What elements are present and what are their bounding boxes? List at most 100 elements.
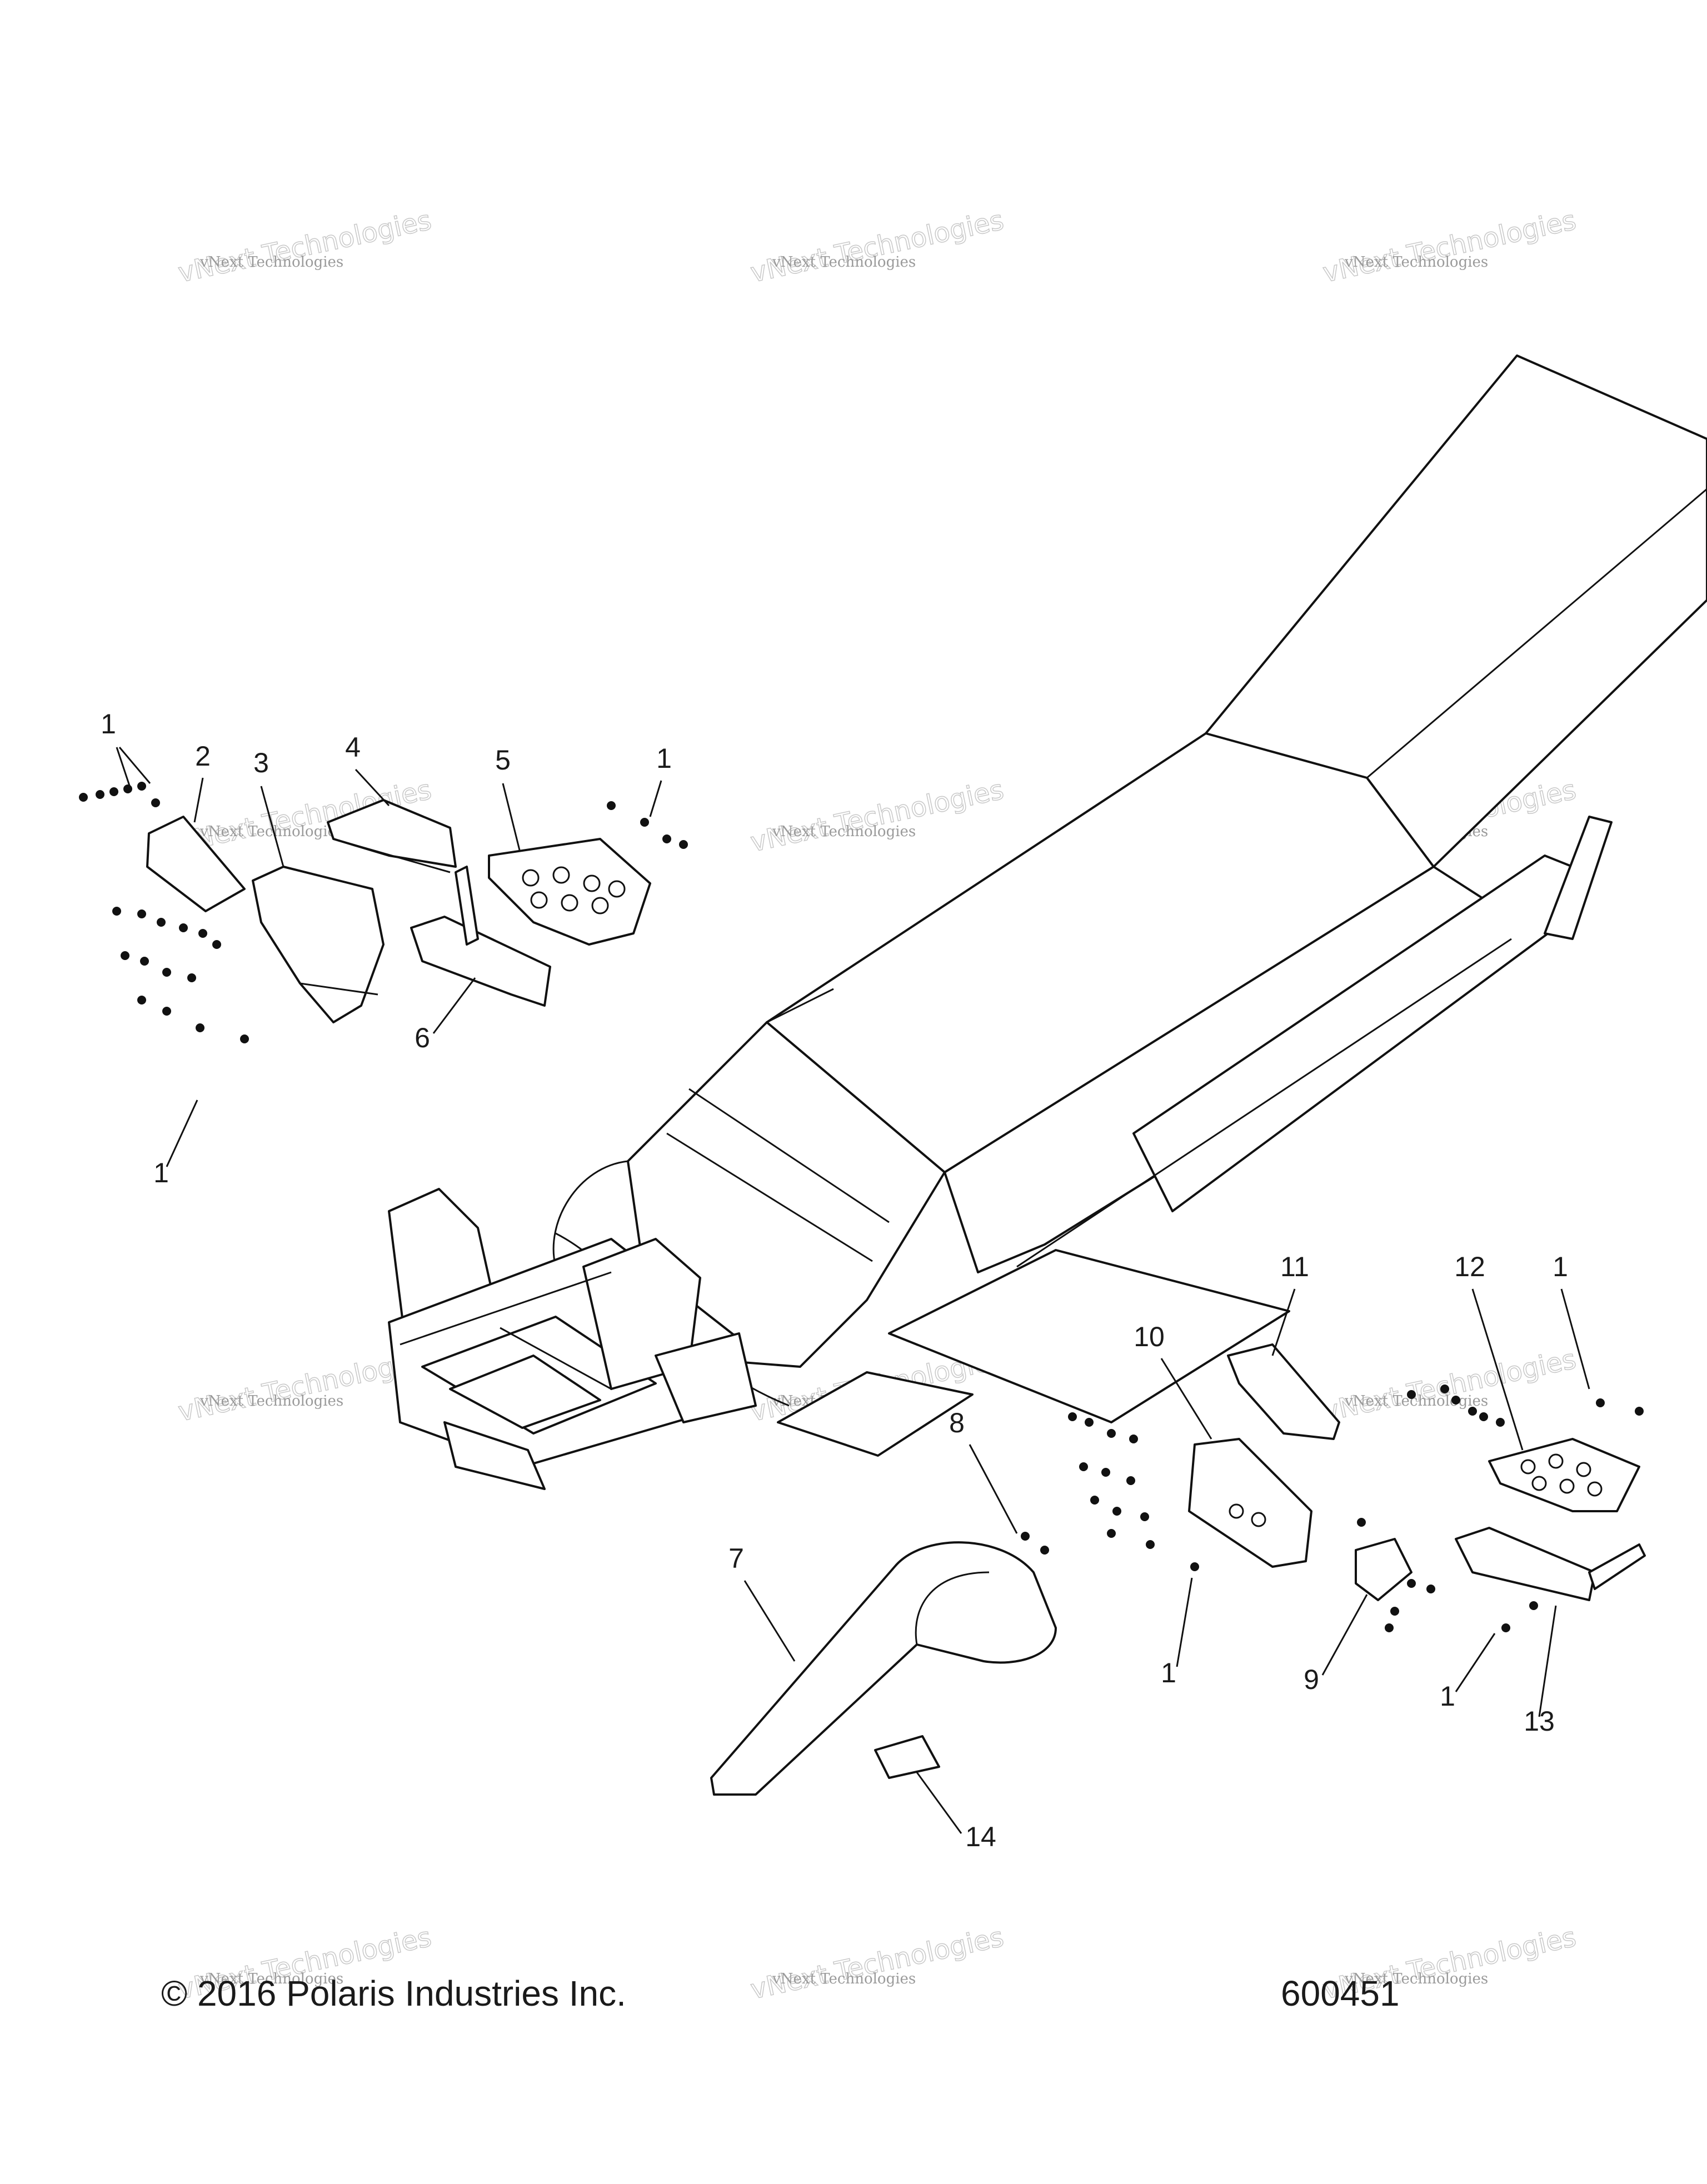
bolt bbox=[1126, 1476, 1135, 1485]
watermark-text-small: vNext Technologies bbox=[199, 1393, 343, 1410]
callout-13: 13 bbox=[1524, 1706, 1555, 1737]
fasteners bbox=[79, 782, 1644, 1632]
part-6-footrest-bar bbox=[410, 866, 551, 1007]
bolt bbox=[1468, 1407, 1477, 1416]
bolt bbox=[1021, 1532, 1030, 1541]
bolt bbox=[1390, 1607, 1399, 1616]
bolt bbox=[1501, 1623, 1510, 1632]
callout-2: 2 bbox=[195, 741, 211, 772]
part-12-footrest-plate bbox=[1488, 1438, 1640, 1512]
watermark-text-large: vNext Technologies bbox=[176, 204, 434, 288]
watermark-text-small: vNext Technologies bbox=[1344, 254, 1488, 271]
part-13-footrest-bar bbox=[1455, 1527, 1646, 1601]
watermark-text-small: vNext Technologies bbox=[199, 1971, 343, 1987]
bolt bbox=[1479, 1412, 1488, 1421]
part-10-bracket bbox=[1188, 1438, 1312, 1568]
bolt bbox=[1190, 1562, 1199, 1571]
figure-number: 600451 bbox=[1281, 1973, 1400, 2013]
callout-10: 10 bbox=[1134, 1321, 1165, 1352]
watermark-text-small: vNext Technologies bbox=[1344, 1393, 1488, 1410]
watermark-text-large: vNext Technologies bbox=[748, 1921, 1006, 2005]
part-5-footrest-plate bbox=[488, 838, 651, 946]
bolt bbox=[1040, 1546, 1049, 1555]
part-2-bracket bbox=[146, 816, 246, 912]
bolt bbox=[1107, 1529, 1116, 1538]
bolt bbox=[212, 940, 221, 949]
bolt bbox=[240, 1034, 249, 1043]
bolt bbox=[640, 818, 649, 827]
bolt bbox=[662, 834, 671, 843]
bolt bbox=[1079, 1462, 1088, 1471]
bolt bbox=[1426, 1585, 1435, 1593]
bolt bbox=[198, 929, 207, 938]
callout-8: 8 bbox=[949, 1407, 965, 1438]
bolt bbox=[1357, 1518, 1366, 1527]
callout-4: 4 bbox=[345, 732, 361, 763]
bolt bbox=[123, 784, 132, 793]
copyright-text: © 2016 Polaris Industries Inc. bbox=[161, 1973, 626, 2013]
bolt bbox=[1129, 1435, 1138, 1443]
front-bulkhead bbox=[388, 1188, 757, 1490]
bolt bbox=[137, 909, 146, 918]
callout-1: 1 bbox=[1440, 1681, 1455, 1712]
chassis-frame bbox=[552, 354, 1707, 1457]
bolt bbox=[157, 918, 166, 927]
bolt bbox=[1529, 1601, 1538, 1610]
callout-1: 1 bbox=[656, 743, 672, 774]
bolt bbox=[112, 907, 121, 916]
bolt bbox=[1112, 1507, 1121, 1516]
bolt bbox=[96, 790, 104, 799]
callout-1: 1 bbox=[1553, 1251, 1568, 1282]
callout-1: 1 bbox=[153, 1157, 169, 1188]
part-7-cover bbox=[710, 1541, 1057, 1796]
bolt bbox=[1068, 1412, 1077, 1421]
callout-11: 11 bbox=[1280, 1251, 1309, 1282]
part-11-bracket bbox=[1227, 1343, 1340, 1440]
part-14-decal bbox=[874, 1735, 940, 1779]
bolt bbox=[179, 923, 188, 932]
callout-7: 7 bbox=[728, 1543, 744, 1574]
callout-12: 12 bbox=[1454, 1251, 1485, 1282]
bolt bbox=[137, 782, 146, 791]
bolt bbox=[607, 801, 616, 810]
watermark-text-small: vNext Technologies bbox=[772, 823, 916, 840]
watermark-text-small: vNext Technologies bbox=[1344, 1971, 1488, 1987]
bolt bbox=[1451, 1396, 1460, 1405]
bolt bbox=[1496, 1418, 1505, 1427]
bolt bbox=[1385, 1623, 1394, 1632]
bolt bbox=[137, 996, 146, 1004]
bolt bbox=[196, 1023, 204, 1032]
part-9-bracket bbox=[1355, 1538, 1412, 1601]
bolt bbox=[1090, 1496, 1099, 1505]
watermark-text-large: vNext Technologies bbox=[748, 204, 1006, 288]
bolt bbox=[1440, 1385, 1449, 1393]
bolt bbox=[140, 957, 149, 966]
callout-5: 5 bbox=[495, 744, 511, 776]
bolt bbox=[679, 840, 688, 849]
bolt bbox=[1635, 1407, 1644, 1416]
watermark-text-small: vNext Technologies bbox=[772, 1971, 916, 1987]
bolt bbox=[1146, 1540, 1155, 1549]
bolt bbox=[187, 973, 196, 982]
bolt bbox=[162, 968, 171, 977]
callout-1: 1 bbox=[1161, 1657, 1176, 1688]
bolt bbox=[162, 1007, 171, 1016]
callout-6: 6 bbox=[415, 1022, 430, 1053]
leader-lines bbox=[116, 747, 1590, 1834]
bolt bbox=[1140, 1512, 1149, 1521]
bolt bbox=[1407, 1579, 1416, 1588]
bolt bbox=[1101, 1468, 1110, 1477]
watermark-text-large: vNext Technologies bbox=[1320, 1343, 1579, 1427]
bolt bbox=[151, 798, 160, 807]
bolt bbox=[1596, 1398, 1605, 1407]
watermark-text-small: vNext Technologies bbox=[199, 254, 343, 271]
bolt bbox=[79, 793, 88, 802]
callout-9: 9 bbox=[1304, 1664, 1319, 1695]
